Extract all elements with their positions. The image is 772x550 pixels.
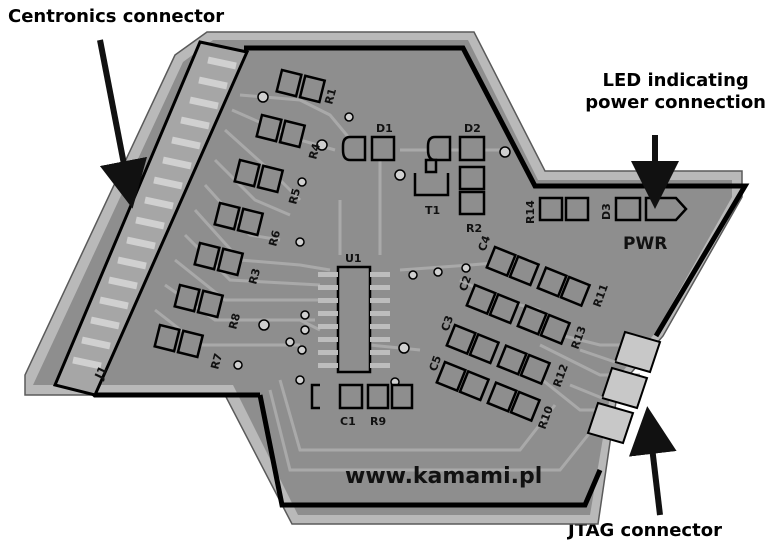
R1-resistor	[275, 68, 327, 104]
label-R5: R5	[286, 187, 303, 206]
board-inner-outline	[244, 45, 750, 338]
R2-resistor	[458, 165, 486, 216]
pwr-label: PWR	[623, 234, 667, 254]
jtag-connector-label: JTAG connector	[568, 520, 722, 541]
R9-resistor	[366, 383, 414, 410]
R4-resistor	[255, 113, 307, 149]
D2-diode	[426, 135, 486, 162]
centronics-connector	[52, 40, 250, 397]
label-R6: R6	[266, 229, 283, 248]
label-R1: R1	[322, 87, 339, 106]
label-R2: R2	[466, 222, 482, 235]
U1-chip	[318, 265, 390, 374]
R3-resistor	[193, 241, 245, 277]
R14-resistor	[538, 196, 590, 222]
label-D2: D2	[464, 122, 481, 135]
label-R4: R4	[306, 142, 323, 161]
R8-resistor	[173, 283, 225, 319]
T1-transistor	[413, 158, 450, 197]
jtag-connector	[569, 330, 662, 445]
label-C1: C1	[340, 415, 356, 428]
label-D3: D3	[600, 203, 613, 220]
centronics-connector-label: Centronics connector	[8, 6, 225, 27]
label-R7: R7	[208, 352, 225, 371]
label-R8: R8	[226, 312, 243, 331]
label-C2: C2	[457, 274, 475, 293]
C4-R11-row	[485, 245, 592, 308]
R5-resistor	[233, 158, 285, 194]
R6-resistor	[213, 201, 265, 237]
C1-capacitor	[310, 383, 364, 410]
arrow-centronics	[97, 39, 148, 209]
D1-diode	[341, 135, 396, 162]
D3-led	[614, 196, 688, 222]
kamami-url: www.kamami.pl	[345, 464, 542, 489]
label-C4: C4	[476, 233, 494, 253]
C2-R13-row	[465, 283, 572, 346]
pcb-board	[33, 40, 732, 515]
label-R9: R9	[370, 415, 386, 428]
arrow-jtag	[628, 406, 677, 516]
C5-R10-row	[435, 360, 542, 423]
label-R3: R3	[246, 267, 263, 286]
R7-resistor	[153, 323, 205, 359]
C3-R12-row	[445, 323, 552, 386]
led-power-label-line1: LED indicating	[602, 70, 749, 91]
label-R14: R14	[524, 200, 537, 224]
led-power-label-line2: power connection	[585, 92, 766, 113]
led-power-label: LED indicating power connection	[585, 70, 766, 114]
board-inner-outline-bottom	[257, 394, 603, 508]
label-C3: C3	[439, 314, 457, 333]
label-C5: C5	[427, 354, 445, 373]
label-D1: D1	[376, 122, 393, 135]
label-U1: U1	[345, 252, 362, 265]
label-J1: J1	[92, 364, 111, 382]
label-T1: T1	[425, 204, 440, 217]
